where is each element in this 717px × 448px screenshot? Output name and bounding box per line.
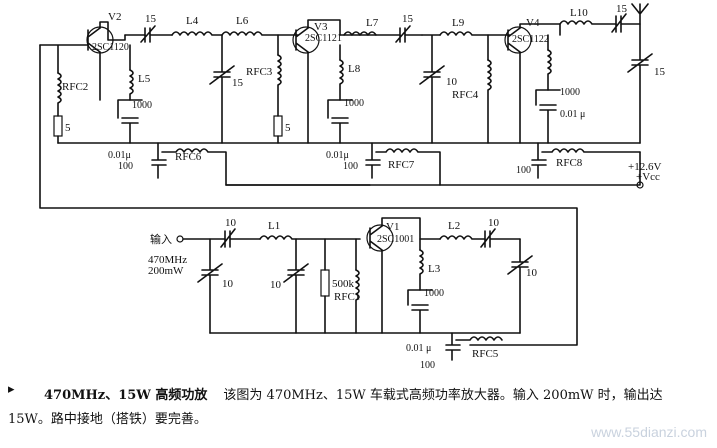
- label-c001d: 0.01 μ: [406, 343, 431, 354]
- coil-rfc5: [455, 336, 503, 341]
- label-c100a: 100: [118, 161, 133, 172]
- caption-bullet: ▸: [8, 382, 15, 397]
- label-v4-type: 2SC1122: [512, 34, 549, 45]
- label-freq: 470MHz: [148, 254, 187, 266]
- label-supply: +12.6V: [628, 161, 661, 173]
- coil-rfc1: [355, 269, 360, 334]
- coil-rfc8: [541, 148, 641, 153]
- label-l7: L7: [366, 17, 379, 29]
- resistor-5a: [53, 115, 63, 137]
- coil-v4-choke: [547, 49, 552, 91]
- wire-interstage: [39, 44, 578, 346]
- label-vcc: +Vcc: [636, 171, 660, 183]
- label-rfc6: RFC6: [175, 151, 202, 163]
- label-rfc1: RFC1: [334, 291, 360, 303]
- label-c1000d: 1000: [424, 288, 444, 299]
- label-c001c: 0.01 μ: [560, 109, 585, 120]
- coil-l5: [129, 69, 134, 101]
- label-v3: V3: [314, 21, 328, 33]
- caption-body: 该图为 470MHz、15W 车载式高频功率放大器。输入 200mW 时，输出达…: [8, 388, 663, 427]
- label-c1000a: 1000: [132, 100, 152, 111]
- wire-v2-collector: [99, 21, 126, 101]
- resistor-500k: [320, 269, 330, 297]
- label-c15var2: 15: [654, 66, 666, 78]
- coil-l7: [343, 31, 377, 36]
- vcc-rail: [225, 151, 641, 186]
- label-c100d: 100: [420, 360, 435, 371]
- label-c10e: 10: [488, 217, 500, 229]
- label-c15a: 15: [145, 13, 157, 25]
- label-c100c: 100: [516, 165, 531, 176]
- input-terminal: [176, 235, 184, 243]
- amplifier-schematic: V2 2SC1120 RFC2 5 15 L4 15 L6 RFC3 5 L5 …: [39, 3, 666, 371]
- transistor-v4: [504, 26, 532, 54]
- label-c10c: 10: [222, 278, 234, 290]
- resistor-5b: [273, 115, 283, 137]
- label-l5: L5: [138, 73, 151, 85]
- caption-title: 470MHz、15W 高频功放: [44, 388, 208, 403]
- coil-l1: [259, 235, 361, 240]
- caption: 470MHz、15W 高频功放该图为 470MHz、15W 车载式高频功率放大器…: [8, 384, 708, 432]
- coil-rfc7: [375, 148, 441, 186]
- label-c001b: 0.01μ: [326, 150, 349, 161]
- label-rfc4: RFC4: [452, 89, 479, 101]
- label-c15c: 15: [616, 3, 628, 15]
- label-v4: V4: [526, 17, 540, 29]
- coil-rfc3: [277, 54, 282, 117]
- label-v2-type: 2SC1120: [92, 42, 129, 53]
- transistor-v3: [292, 26, 320, 54]
- label-v2: V2: [108, 11, 121, 23]
- label-l3: L3: [428, 263, 441, 275]
- label-input: 输入: [150, 232, 172, 246]
- coil-rfc6: [161, 148, 371, 186]
- coil-l3: [419, 249, 424, 291]
- label-v1-type: 2SC1001: [377, 234, 414, 245]
- label-c1000c: 1000: [560, 87, 580, 98]
- label-r500k: 500k: [332, 278, 355, 290]
- label-l8: L8: [348, 63, 361, 75]
- label-c15var1: 15: [232, 77, 244, 89]
- label-l4: L4: [186, 15, 199, 27]
- label-c100b: 100: [343, 161, 358, 172]
- coil-l4: [171, 31, 223, 36]
- label-v1: V1: [386, 221, 399, 233]
- label-l10: L10: [570, 7, 588, 19]
- wire-v2-base: [39, 44, 89, 74]
- label-c10d: 10: [270, 279, 282, 291]
- label-c1000b: 1000: [344, 98, 364, 109]
- label-c10f: 10: [526, 267, 538, 279]
- label-power: 200mW: [148, 265, 184, 277]
- coil-rfc4: [487, 59, 492, 144]
- coil-l8: [339, 59, 344, 101]
- watermark: www.55dianzi.com: [591, 424, 707, 440]
- label-l1: L1: [268, 220, 280, 232]
- coil-l10: [559, 20, 617, 25]
- coil-l2: [439, 235, 486, 240]
- vcc-terminal: [636, 181, 644, 189]
- label-rfc7: RFC7: [388, 159, 415, 171]
- coil-l6: [221, 31, 299, 36]
- label-c001a: 0.01μ: [108, 150, 131, 161]
- label-v3-type: 2SC1121: [305, 33, 342, 44]
- label-r5b: 5: [285, 122, 291, 134]
- coil-rfc2: [57, 72, 62, 117]
- label-r5a: 5: [65, 122, 71, 134]
- coil-l9: [439, 31, 511, 36]
- label-c15b: 15: [402, 13, 414, 25]
- label-l6: L6: [236, 15, 249, 27]
- label-c10b: 10: [225, 217, 237, 229]
- label-rfc3: RFC3: [246, 66, 273, 78]
- label-rfc5: RFC5: [472, 348, 499, 360]
- label-l9: L9: [452, 17, 465, 29]
- label-c10a: 10: [446, 76, 458, 88]
- label-l2: L2: [448, 220, 460, 232]
- label-rfc2: RFC2: [62, 81, 88, 93]
- transistor-v1: [366, 224, 394, 252]
- label-rfc8: RFC8: [556, 157, 583, 169]
